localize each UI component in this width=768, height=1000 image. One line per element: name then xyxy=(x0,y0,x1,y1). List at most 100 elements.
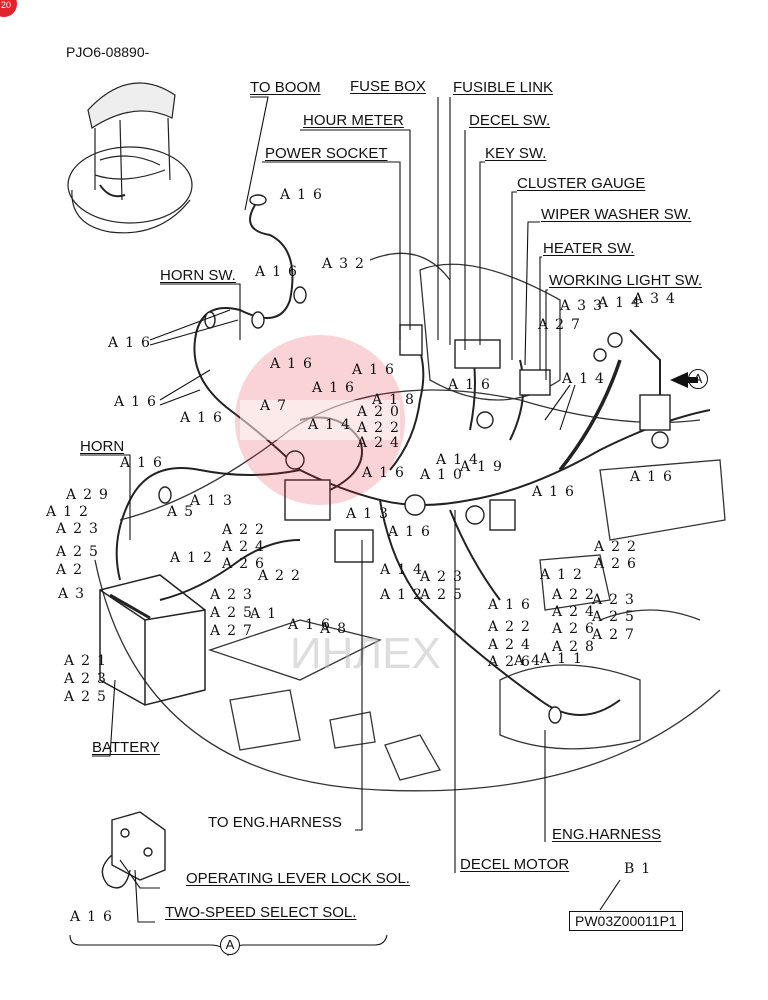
ref-a25: A25 xyxy=(420,587,469,603)
ref-a12: A12 xyxy=(46,504,95,520)
ref-a27: A27 xyxy=(210,623,259,639)
ref-a23: A23 xyxy=(56,521,105,537)
ref-a16: A16 xyxy=(180,410,229,426)
ref-a22: A22 xyxy=(357,420,406,436)
callout-a-marker: A xyxy=(220,935,240,955)
label-two-speed-select-sol: TWO-SPEED SELECT SOL. xyxy=(165,904,357,921)
ref-a24: A24 xyxy=(222,539,271,555)
ref-b1: B1 xyxy=(624,861,658,877)
watermark-text: ИНЛЕХ xyxy=(290,629,441,678)
ref-a12: A12 xyxy=(380,587,429,603)
ref-a14: A14 xyxy=(562,371,611,387)
ref-a23: A23 xyxy=(64,671,113,687)
ref-a13: A13 xyxy=(346,506,395,522)
ref-a13: A13 xyxy=(190,493,239,509)
ref-a26: A26 xyxy=(552,621,601,637)
ref-a26: A26 xyxy=(594,556,643,572)
ref-a28: A28 xyxy=(552,639,601,655)
label-decel-motor: DECEL MOTOR xyxy=(460,856,570,873)
ref-a24: A24 xyxy=(488,637,537,653)
label-operating-lever-lock-sol: OPERATING LEVER LOCK SOL. xyxy=(186,870,410,887)
ref-a7: A7 xyxy=(260,398,294,414)
label-to-boom: TO BOOM xyxy=(250,79,321,96)
ref-a23: A23 xyxy=(420,569,469,585)
ref-a20: A20 xyxy=(357,404,406,420)
ref-a23: A23 xyxy=(210,587,259,603)
ref-a16: A16 xyxy=(448,377,497,393)
ref-a21: A21 xyxy=(64,653,113,669)
ref-a33: A33 xyxy=(560,298,609,314)
ref-a16: A16 xyxy=(312,380,361,396)
ref-a24: A24 xyxy=(357,435,406,451)
ref-a10: A10 xyxy=(420,467,469,483)
ref-a29: A29 xyxy=(66,487,115,503)
ref-a16: A16 xyxy=(280,187,329,203)
ref-a18: A18 xyxy=(372,392,421,408)
ref-a25: A25 xyxy=(64,689,113,705)
ref-a26: A26 xyxy=(488,654,537,670)
direction-arrow xyxy=(670,372,698,388)
ref-a16: A16 xyxy=(120,455,169,471)
ref-a16: A16 xyxy=(630,469,679,485)
ref-a14: A14 xyxy=(436,452,485,468)
part-number: PJO6-08890- xyxy=(66,44,150,60)
label-key-sw: KEY SW. xyxy=(485,145,547,162)
ref-a16: A16 xyxy=(388,524,437,540)
ref-a2: A2 xyxy=(56,562,90,578)
ref-a19: A19 xyxy=(460,459,509,475)
ref-a5: A5 xyxy=(167,504,201,520)
ref-a22: A22 xyxy=(488,619,537,635)
ref-a26: A26 xyxy=(222,556,271,572)
ref-a32: A32 xyxy=(322,256,371,272)
label-to-eng-harness: TO ENG.HARNESS xyxy=(208,814,342,831)
svg-text:20: 20 xyxy=(1,0,11,10)
ref-a24: A24 xyxy=(552,604,601,620)
watermark-logo xyxy=(235,335,405,505)
ref-a16: A16 xyxy=(255,264,304,280)
ref-a14: A14 xyxy=(380,562,429,578)
label-power-socket: POWER SOCKET xyxy=(265,145,388,162)
ref-a3: A3 xyxy=(58,586,92,602)
ref-a16: A16 xyxy=(532,484,581,500)
label-working-light-sw: WORKING LIGHT SW. xyxy=(549,272,703,289)
ref-a16: A16 xyxy=(352,362,401,378)
label-battery: BATTERY xyxy=(92,739,160,756)
ref-a25: A25 xyxy=(56,544,105,560)
label-cluster-gauge: CLUSTER GAUGE xyxy=(517,175,646,192)
label-horn-sw: HORN SW. xyxy=(160,267,236,284)
ref-a16: A16 xyxy=(288,617,337,633)
ref-a12: A12 xyxy=(540,567,589,583)
ref-a22: A22 xyxy=(594,539,643,555)
frame-outline xyxy=(94,252,726,792)
drawing-code-badge: PW03Z00011P1 xyxy=(569,911,683,931)
ref-a16: A16 xyxy=(108,335,157,351)
ref-a8: A8 xyxy=(320,621,354,637)
connectors xyxy=(158,194,671,724)
ref-a16: A16 xyxy=(362,465,411,481)
label-horn: HORN xyxy=(80,438,125,455)
callout-a-marker: A xyxy=(688,369,708,389)
label-decel-sw: DECEL SW. xyxy=(469,112,551,129)
battery xyxy=(99,574,206,706)
ref-a34: A34 xyxy=(633,291,682,307)
harness-wires xyxy=(115,204,711,716)
ref-a1: A1 xyxy=(250,606,284,622)
ref-a14: A14 xyxy=(598,295,647,311)
ref-a22: A22 xyxy=(222,522,271,538)
label-heater-sw: HEATER SW. xyxy=(543,240,635,257)
ref-a14: A14 xyxy=(308,417,357,433)
label-fuse-box: FUSE BOX xyxy=(350,78,426,95)
ref-a25: A25 xyxy=(592,609,641,625)
ref-a25: A25 xyxy=(210,605,259,621)
solenoid xyxy=(101,811,166,889)
label-wiper-washer-sw: WIPER WASHER SW. xyxy=(541,206,692,223)
ref-a27: A27 xyxy=(592,627,641,643)
label-hour-meter: HOUR METER xyxy=(303,112,404,129)
ref-a16: A16 xyxy=(270,356,319,372)
ref-a11: A11 xyxy=(540,651,589,667)
ref-a12: A12 xyxy=(170,550,219,566)
label-eng-harness: ENG.HARNESS xyxy=(552,826,662,843)
machine-thumbnail xyxy=(67,82,193,234)
ref-a22: A22 xyxy=(258,568,307,584)
